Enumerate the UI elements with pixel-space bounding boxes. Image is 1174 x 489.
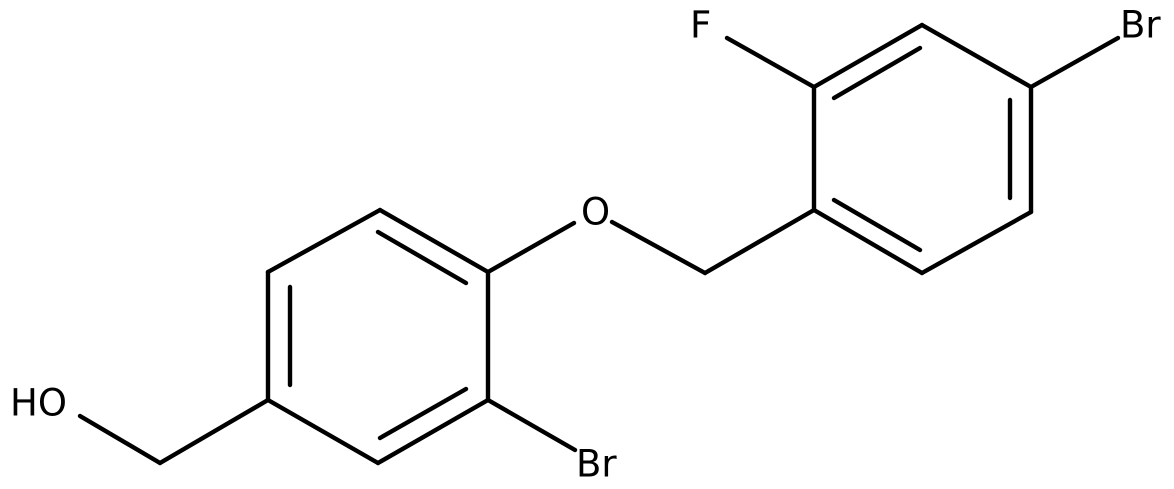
ring-b-double-bond-1 xyxy=(831,45,923,101)
atom-labels: HO O Br F Br xyxy=(10,4,1161,486)
ring-b-bond-2 xyxy=(811,22,925,90)
ring-a-bond-4 xyxy=(265,397,381,466)
ether-ch2-bond xyxy=(609,219,708,276)
ring-a-bond-6 xyxy=(265,207,383,275)
ring-b-bromine-label: Br xyxy=(1120,4,1161,47)
ch2-ring-b-bond xyxy=(702,207,817,276)
substituent-bonds xyxy=(77,35,1121,466)
ring-a-br-bond xyxy=(485,397,578,453)
ring-b-double-bond-3 xyxy=(831,197,923,253)
ring-b-bond-6 xyxy=(811,207,925,276)
ring-b-bond-5 xyxy=(919,209,1034,276)
ring-b xyxy=(811,22,1034,276)
ring-a-bond-1 xyxy=(377,207,491,275)
ring-b-bond-3 xyxy=(919,22,1034,90)
ring-a-bromine-label: Br xyxy=(576,443,617,486)
ring-a-ether-bond xyxy=(485,220,577,275)
ring-b-f-bond xyxy=(724,35,817,90)
ch2oh-bond xyxy=(157,397,271,466)
fluorine-label: F xyxy=(690,4,711,47)
ring-a-double-bond-2 xyxy=(377,386,469,441)
oh-bond xyxy=(77,413,163,466)
ring-a-double-bond-1 xyxy=(375,229,469,286)
ring-b-br-bond xyxy=(1028,35,1121,90)
ether-oxygen-label: O xyxy=(581,191,610,234)
hydroxyl-label: HO xyxy=(10,382,67,425)
ring-a xyxy=(265,207,491,466)
ring-a-bond-3 xyxy=(375,397,491,466)
